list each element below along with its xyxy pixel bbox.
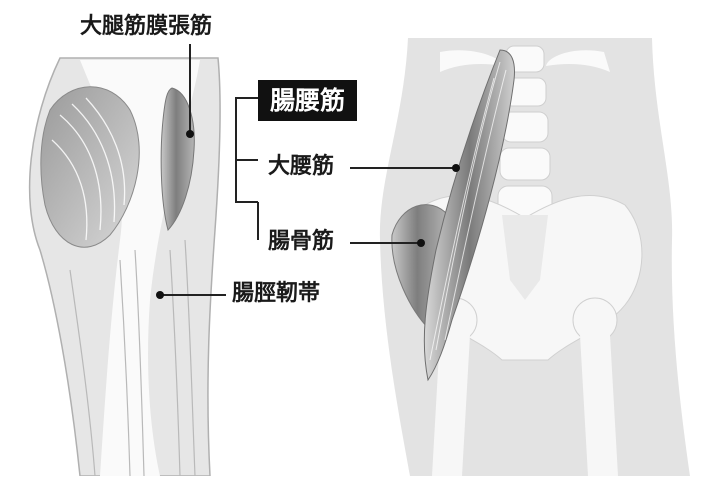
leader-title-bracket	[235, 97, 259, 240]
diagram-title: 腸腰筋	[258, 80, 358, 121]
spine	[497, 45, 553, 219]
pelvis-figure	[379, 38, 690, 476]
ribs	[440, 50, 610, 72]
label-tensor-fasciae-latae: 大腿筋膜張筋	[80, 14, 213, 39]
femurs	[432, 335, 618, 476]
sacrum	[502, 215, 548, 300]
label-iliotibial-band: 腸脛靭帯	[232, 281, 321, 306]
leader-dots	[156, 130, 460, 299]
tensor-fasciae-latae-muscle	[160, 87, 195, 232]
label-iliacus: 腸骨筋	[268, 229, 335, 254]
psoas-major-muscle	[423, 49, 515, 382]
leader-lines	[162, 44, 455, 296]
thigh-fibers	[69, 239, 196, 477]
psoas-fibers	[429, 61, 507, 361]
gluteus-fibers	[51, 97, 126, 241]
label-psoas-major: 大腰筋	[268, 154, 335, 179]
thigh-figure	[28, 57, 221, 477]
